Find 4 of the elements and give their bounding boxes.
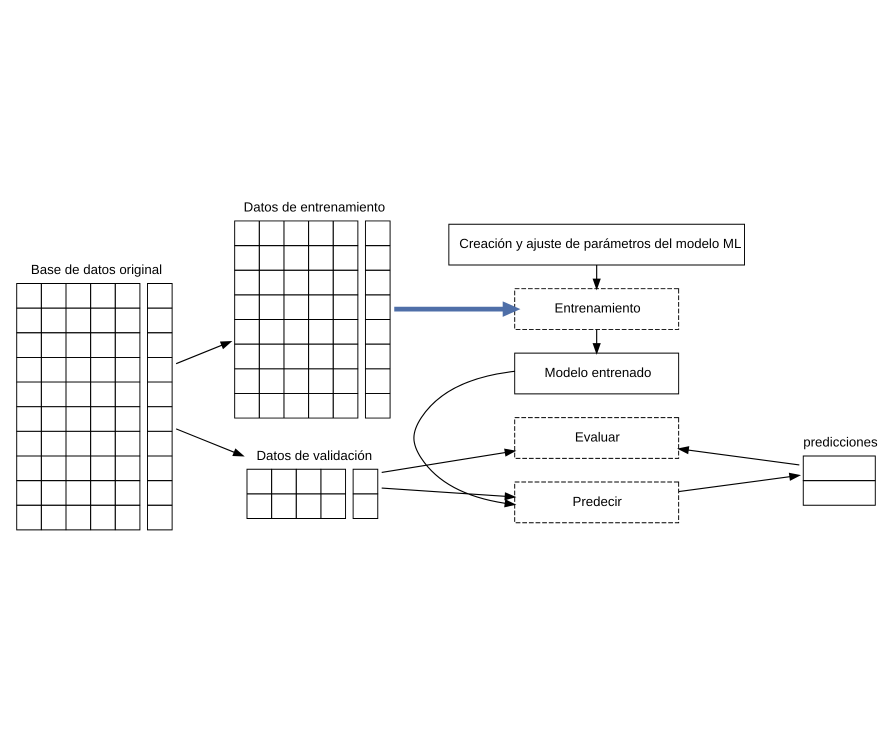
node-label: Base de datos original [30,262,162,277]
node-label: predicciones [803,434,878,450]
node-label: Datos de entrenamiento [244,199,386,214]
node-label: Datos de validación [256,447,372,462]
